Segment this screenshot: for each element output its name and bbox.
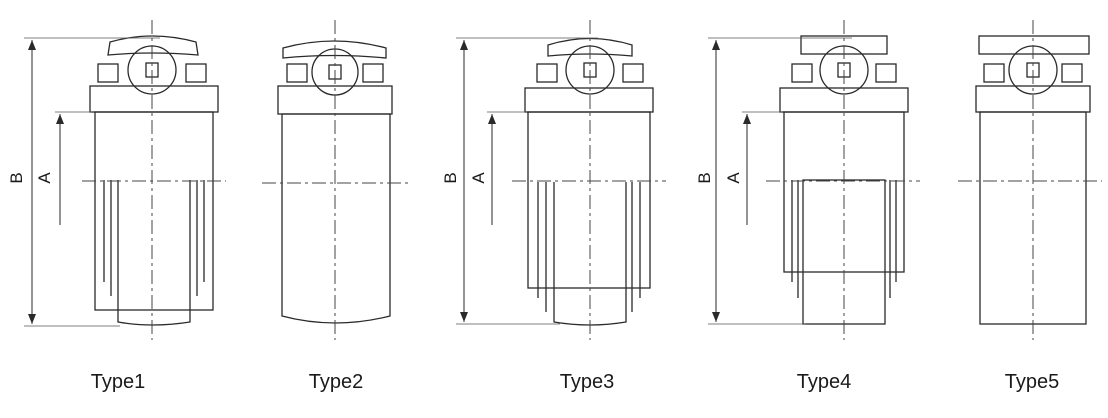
type3-label: Type3 — [560, 371, 614, 393]
seal-left — [286, 63, 308, 83]
collar-cap — [282, 40, 387, 59]
bearing-type5 — [958, 20, 1102, 340]
dim-label-a: A — [35, 172, 54, 184]
type1-label: Type1 — [91, 371, 145, 393]
inner-ring-body — [979, 111, 1087, 325]
bearing-type2 — [262, 20, 408, 340]
seal-right — [185, 63, 207, 83]
inner-ring-body — [281, 113, 391, 324]
inner-ring-body — [94, 111, 214, 311]
seal-left — [983, 63, 1005, 83]
collar-cap — [547, 37, 633, 57]
seal-left — [97, 63, 119, 83]
collar-cap — [107, 35, 199, 56]
dim-label-b: B — [441, 172, 460, 183]
collar-cap — [978, 35, 1090, 55]
inner-ring-body — [527, 111, 651, 289]
dim-label-a: A — [469, 172, 488, 184]
bearing-type1: B A — [7, 20, 226, 340]
outer-ring — [524, 87, 654, 113]
dim-label-a: A — [724, 172, 743, 184]
seal-left — [536, 63, 558, 83]
bearing-type3: B A — [441, 20, 666, 340]
dim-label-b: B — [695, 172, 714, 183]
seal-right — [622, 63, 644, 83]
type4-label: Type4 — [797, 371, 851, 393]
seal-right — [1061, 63, 1083, 83]
outer-ring — [89, 85, 219, 113]
dim-label-b: B — [7, 172, 26, 183]
type2-label: Type2 — [309, 371, 363, 393]
seal-right — [362, 63, 384, 83]
seal-left — [791, 63, 813, 83]
seal-right — [875, 63, 897, 83]
bearing-type4: B A — [695, 20, 920, 340]
type5-label: Type5 — [1005, 371, 1059, 393]
